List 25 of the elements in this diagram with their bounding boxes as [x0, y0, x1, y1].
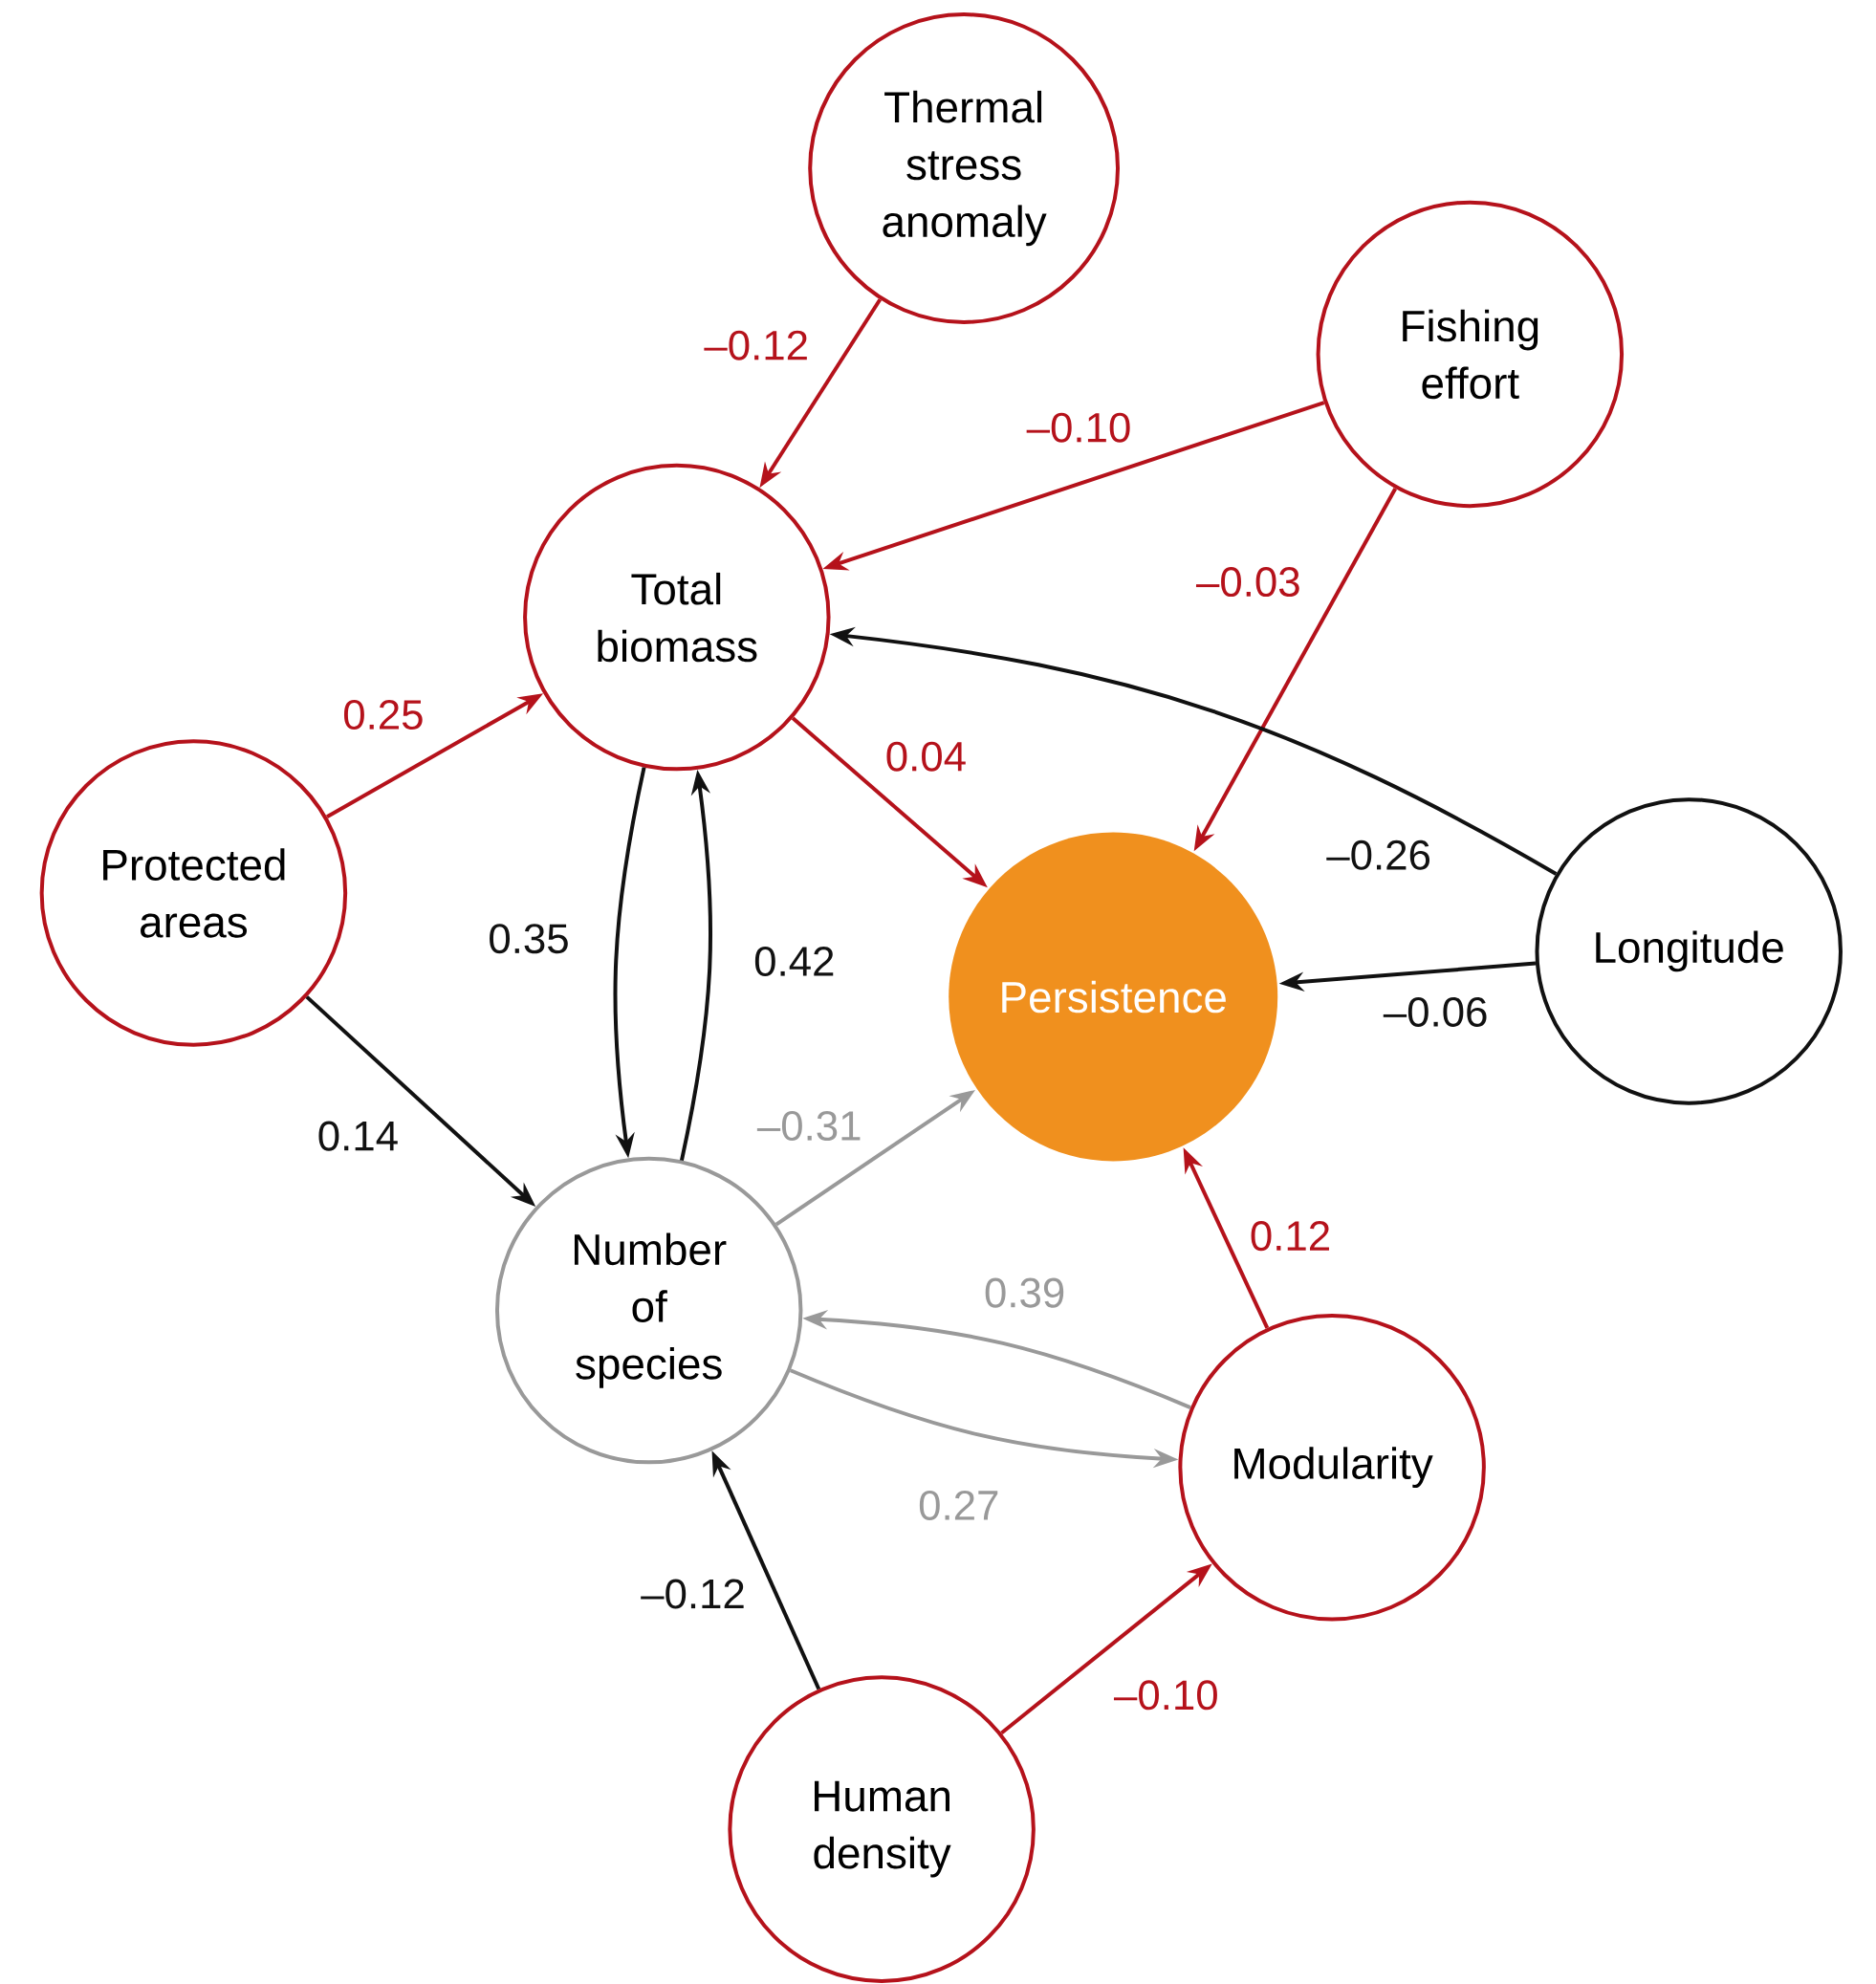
edge-label: 0.04	[883, 739, 970, 774]
circle-node: Thermal stress anomaly	[808, 12, 1120, 324]
edge-label: –0.10	[1111, 1678, 1221, 1712]
edge-label: 0.35	[486, 922, 572, 956]
edge-label: –0.03	[1193, 565, 1303, 600]
circle-node: Modularity	[1178, 1313, 1486, 1622]
edge-label: 0.27	[916, 1488, 1002, 1522]
edge-label: 0.12	[1247, 1219, 1334, 1254]
edge-label: 0.25	[340, 698, 426, 732]
edge-label: –0.12	[639, 1577, 748, 1611]
edge-label: 0.14	[315, 1119, 402, 1153]
circle-node: Human density	[728, 1675, 1036, 1983]
edge-label: –0.06	[1381, 994, 1491, 1029]
edge-label: 0.42	[752, 945, 838, 979]
circle-node: Number of species	[494, 1156, 803, 1465]
circle-node: Longitude	[1535, 797, 1843, 1105]
circle-node: Persistence	[949, 832, 1278, 1162]
circle-node: Fishing effort	[1316, 200, 1625, 509]
edge-label: –0.31	[754, 1109, 864, 1144]
edge-label: –0.26	[1324, 838, 1433, 872]
edge-label: –0.12	[702, 328, 812, 362]
circle-node: Total biomass	[523, 463, 831, 772]
edge-label: –0.10	[1024, 410, 1134, 445]
circle-node: Protected areas	[39, 739, 348, 1047]
edge-label: 0.39	[981, 1275, 1068, 1310]
